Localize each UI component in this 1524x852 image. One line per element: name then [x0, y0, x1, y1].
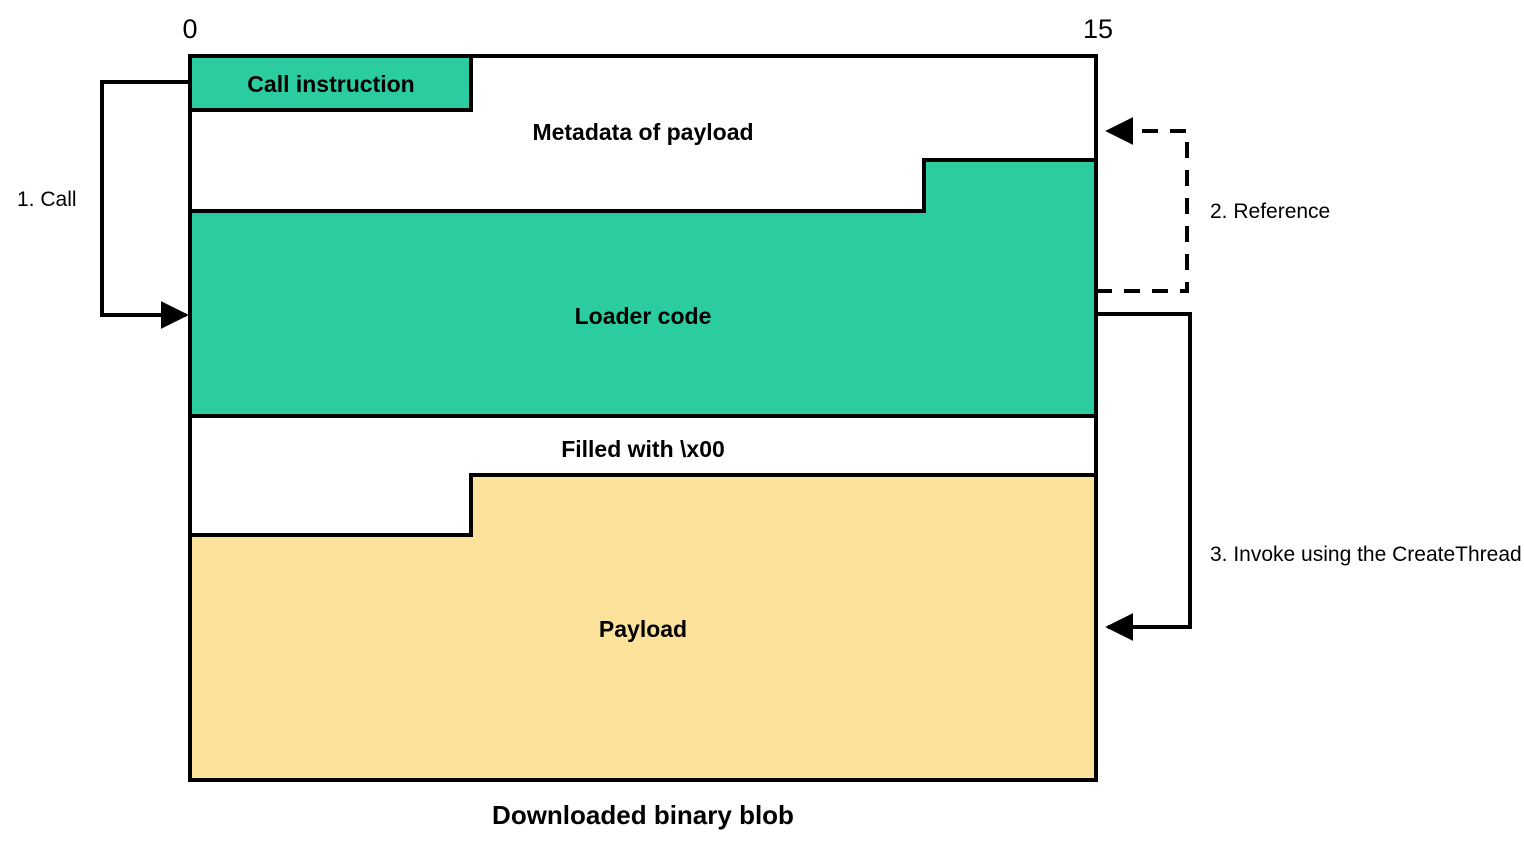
axis-start-label: 0 [182, 14, 197, 44]
call-arrow [100, 80, 190, 329]
payload-block [188, 473, 1098, 782]
diagram-caption: Downloaded binary blob [492, 800, 794, 830]
metadata-label: Metadata of payload [532, 119, 753, 145]
reference-arrow-label: 2. Reference [1210, 200, 1330, 223]
reference-arrow [1096, 117, 1189, 293]
payload-label: Payload [599, 616, 687, 642]
invoke-arrow [1096, 312, 1192, 641]
call-instruction-label: Call instruction [247, 71, 414, 97]
call-instruction-block [188, 54, 473, 112]
invoke-arrow-label: 3. Invoke using the CreateThread [1210, 543, 1522, 566]
loader-code-label: Loader code [575, 303, 712, 329]
call-arrow-label: 1. Call [17, 188, 77, 211]
filled-zero-label: Filled with \x00 [561, 436, 725, 462]
axis-end-label: 15 [1083, 14, 1113, 44]
loader-code-block [188, 158, 1098, 418]
